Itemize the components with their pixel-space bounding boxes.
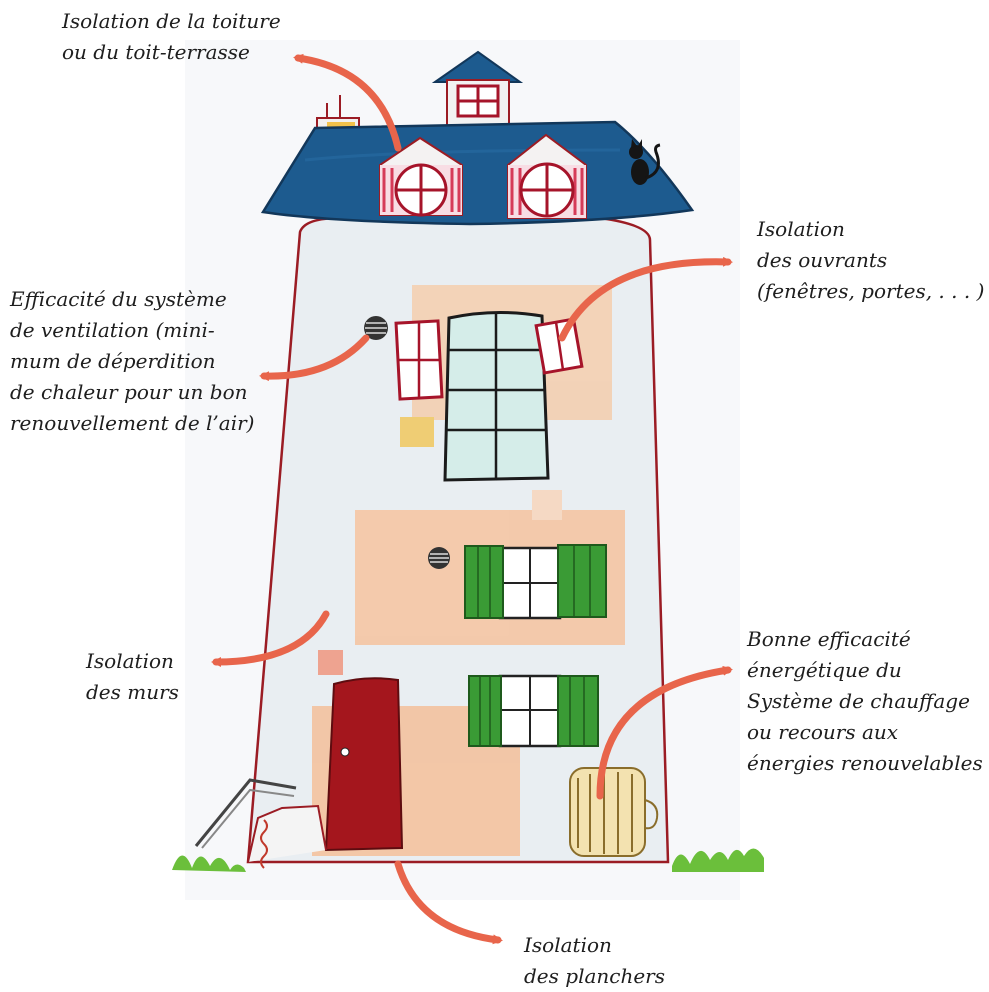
label-heating-efficiency: Bonne efficacité énergétique du Système … [747,624,983,779]
roof [260,120,695,226]
dormer-left [379,136,463,217]
french-window [443,310,550,482]
label-line: renouvellement de l’air) [10,411,255,435]
arrow-roof [293,53,402,152]
label-line: Bonne efficacité [747,627,911,651]
label-floors-insulation: Isolation des planchers [524,930,665,992]
window-green-shutters-middle [464,544,607,620]
entrance-steps [194,778,327,869]
arrow-floors [394,860,503,945]
arrow-heating [596,665,733,800]
vent-grille-lower [428,547,450,569]
label-line: Système de chauffage [747,689,970,713]
label-line: ou du toit-terrasse [62,40,250,64]
label-line: des murs [86,680,179,704]
label-line: énergétique du [747,658,902,682]
label-line: Isolation [86,649,174,673]
heating-coil [569,767,659,857]
grass-left [172,855,246,872]
label-line: mum de déperdition [10,349,216,373]
label-line: énergies renouvelables [747,751,983,775]
label-line: ou recours aux [747,720,899,744]
window-shutter-left [394,319,444,401]
arrow-walls [211,610,330,667]
vent-grille-upper [364,316,388,340]
label-line: de chaleur pour un bon [10,380,248,404]
label-line: Isolation [757,217,845,241]
label-line: de ventilation (mini- [10,318,215,342]
label-line: des ouvrants [757,248,888,272]
window-shutter-right [534,317,584,375]
label-line: Isolation [524,933,612,957]
label-ventilation-efficiency: Efficacité du système de ventilation (mi… [10,284,254,439]
arrow-openings [558,256,733,342]
arrows [211,53,733,945]
label-line: (fenêtres, portes, . . . ) [757,279,985,303]
arrow-ventilation [259,334,370,382]
front-door [324,677,404,852]
cat-icon [629,139,661,185]
label-line: Isolation de la toiture [62,9,281,33]
label-roof-insulation: Isolation de la toiture ou du toit-terra… [62,6,281,68]
grass-right [672,848,764,872]
label-line: Efficacité du système [10,287,227,311]
label-walls-insulation: Isolation des murs [86,646,179,708]
dormer-right [507,133,587,219]
window-green-shutters-lower [468,674,599,748]
label-openings-insulation: Isolation des ouvrants (fenêtres, portes… [757,214,984,307]
label-line: des planchers [524,964,666,988]
